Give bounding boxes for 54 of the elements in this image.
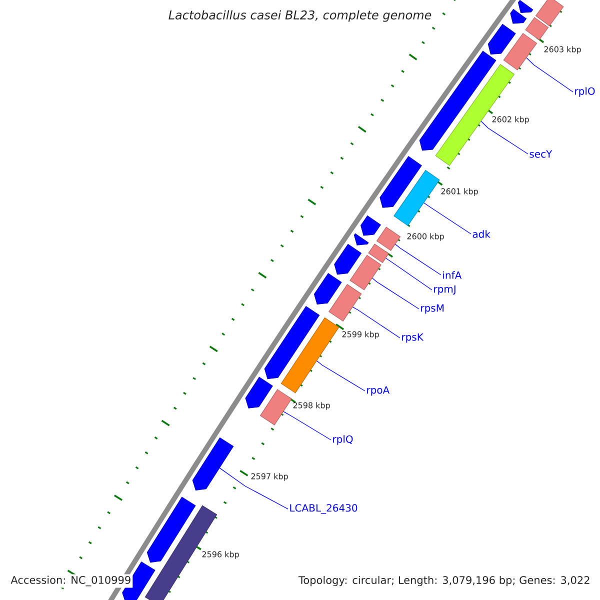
gene-feature	[245, 376, 273, 408]
gene-feature	[334, 244, 362, 275]
gene-label: rplQ	[333, 435, 353, 445]
gene-feature	[360, 216, 381, 236]
gene-bar	[435, 64, 514, 166]
scale-label: 2601 kbp	[441, 188, 478, 196]
gene-label: rplO	[575, 87, 595, 97]
gene-feature	[264, 306, 320, 380]
gene-bar	[368, 244, 389, 263]
gene-label: secY	[530, 150, 552, 158]
scale-label: 2597 kbp	[251, 473, 288, 481]
leader-line	[386, 258, 432, 290]
gene-label: rpsM	[421, 304, 444, 314]
gene-label: infA	[443, 271, 462, 279]
gene-label: LCABL_26430	[290, 504, 358, 514]
gene-bar	[328, 284, 362, 322]
scale-label: 2602 kbp	[492, 116, 529, 124]
gene-label: adk	[472, 230, 490, 238]
scale-label: 2599 kbp	[342, 331, 379, 339]
leader-line	[352, 306, 400, 338]
gene-feature	[146, 496, 196, 563]
gene-feature	[354, 233, 369, 246]
gene-bar	[376, 226, 401, 251]
gene-feature	[488, 24, 516, 54]
scale-label: 2603 kbp	[544, 46, 581, 54]
gene-bar	[280, 318, 340, 394]
leader-line	[395, 244, 442, 276]
leader-line	[424, 202, 472, 234]
gene-bar	[394, 170, 440, 226]
genome-info-label: Topology: circular; Length: 3,079,196 bp; Genes: 3,022	[298, 576, 590, 586]
gene-label: rpsK	[402, 333, 424, 343]
gene-bar	[260, 389, 292, 426]
gene-feature	[510, 9, 527, 24]
leader-line	[480, 120, 528, 154]
gene-label: rpmJ	[434, 285, 456, 295]
leader-line	[526, 57, 574, 92]
gene-bar	[350, 254, 382, 290]
scale-label: 2600 kbp	[407, 233, 444, 241]
leader-line	[219, 468, 288, 510]
gene-label: rpoA	[367, 386, 390, 396]
gene-bar	[525, 17, 549, 40]
accession-label: Accession: NC_010999	[9, 574, 133, 588]
gene-feature	[192, 437, 234, 490]
scale-label: 2596 kbp	[202, 551, 239, 559]
leader-line	[372, 278, 420, 310]
leader-line	[316, 360, 366, 392]
gene-feature	[314, 273, 342, 304]
gene-feature	[518, 0, 534, 13]
gene-bar	[503, 33, 538, 70]
gene-feature	[380, 156, 422, 208]
genome-title: Lactobacillus casei BL23, complete genome	[168, 10, 432, 22]
scale-label: 2598 kbp	[293, 402, 330, 410]
gene-bar	[536, 0, 564, 26]
leader-line	[283, 411, 332, 440]
